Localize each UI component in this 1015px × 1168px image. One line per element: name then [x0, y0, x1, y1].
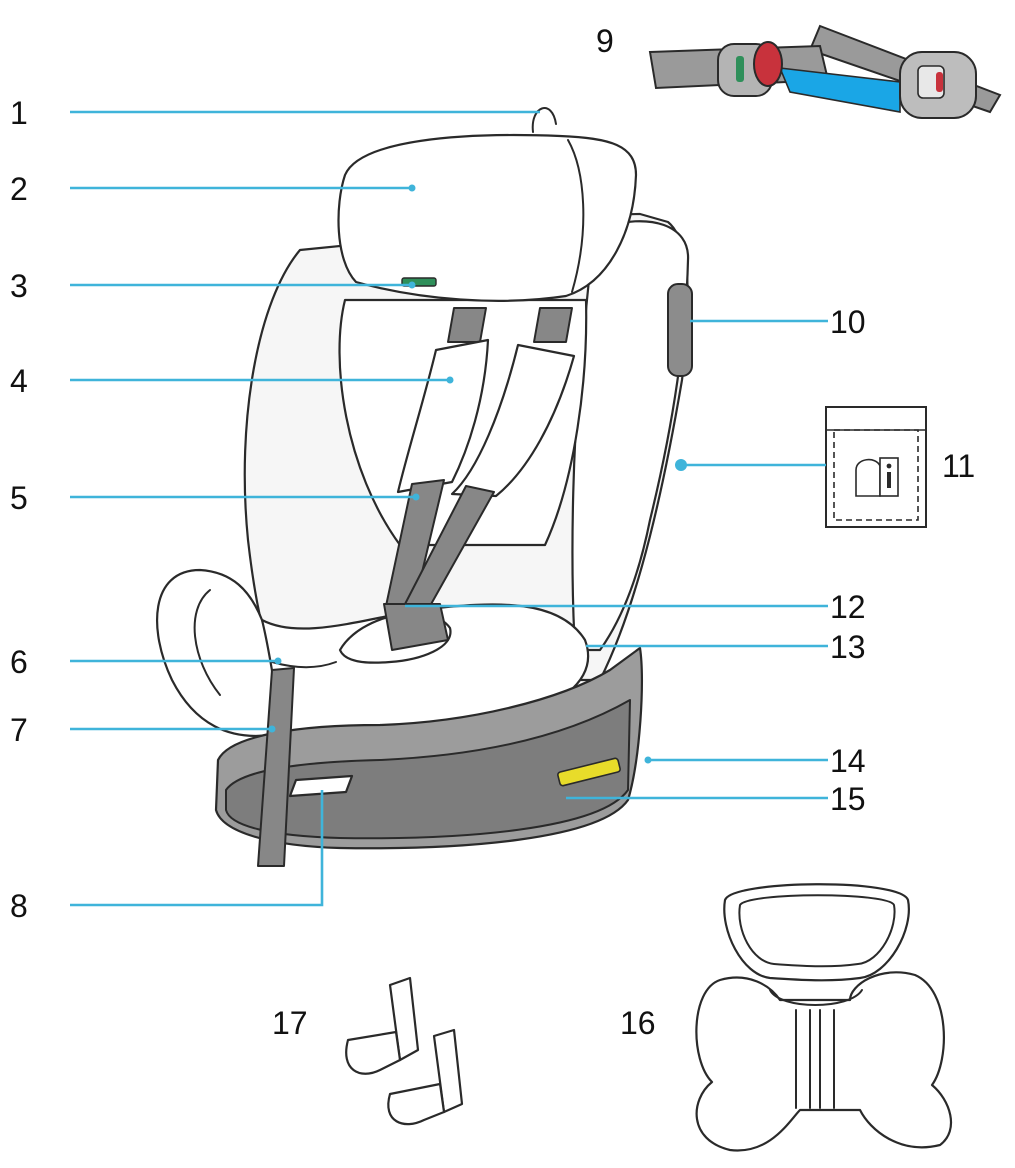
callout-3: 3 [10, 268, 28, 304]
callout-5: 5 [10, 480, 28, 516]
callout-15: 15 [830, 781, 866, 817]
callout-16: 16 [620, 1005, 656, 1041]
callout-4: 4 [10, 363, 28, 399]
callout-1: 1 [10, 95, 28, 131]
callout-7: 7 [10, 712, 28, 748]
belt-buckle-illustration [650, 26, 1000, 118]
callout-10: 10 [830, 304, 866, 340]
callout-17: 17 [272, 1005, 308, 1041]
car-seat-illustration [157, 108, 692, 866]
harness-clips-illustration [346, 978, 462, 1124]
callout-6: 6 [10, 644, 28, 680]
callout-14: 14 [830, 743, 866, 779]
callout-2: 2 [10, 171, 28, 207]
callout-13: 13 [830, 629, 866, 665]
callout-12: 12 [830, 589, 866, 625]
infant-insert-illustration [696, 884, 951, 1150]
manual-pocket-illustration [826, 407, 926, 527]
callout-8: 8 [10, 888, 28, 924]
callout-11: 11 [942, 448, 975, 484]
callout-9: 9 [596, 23, 614, 59]
